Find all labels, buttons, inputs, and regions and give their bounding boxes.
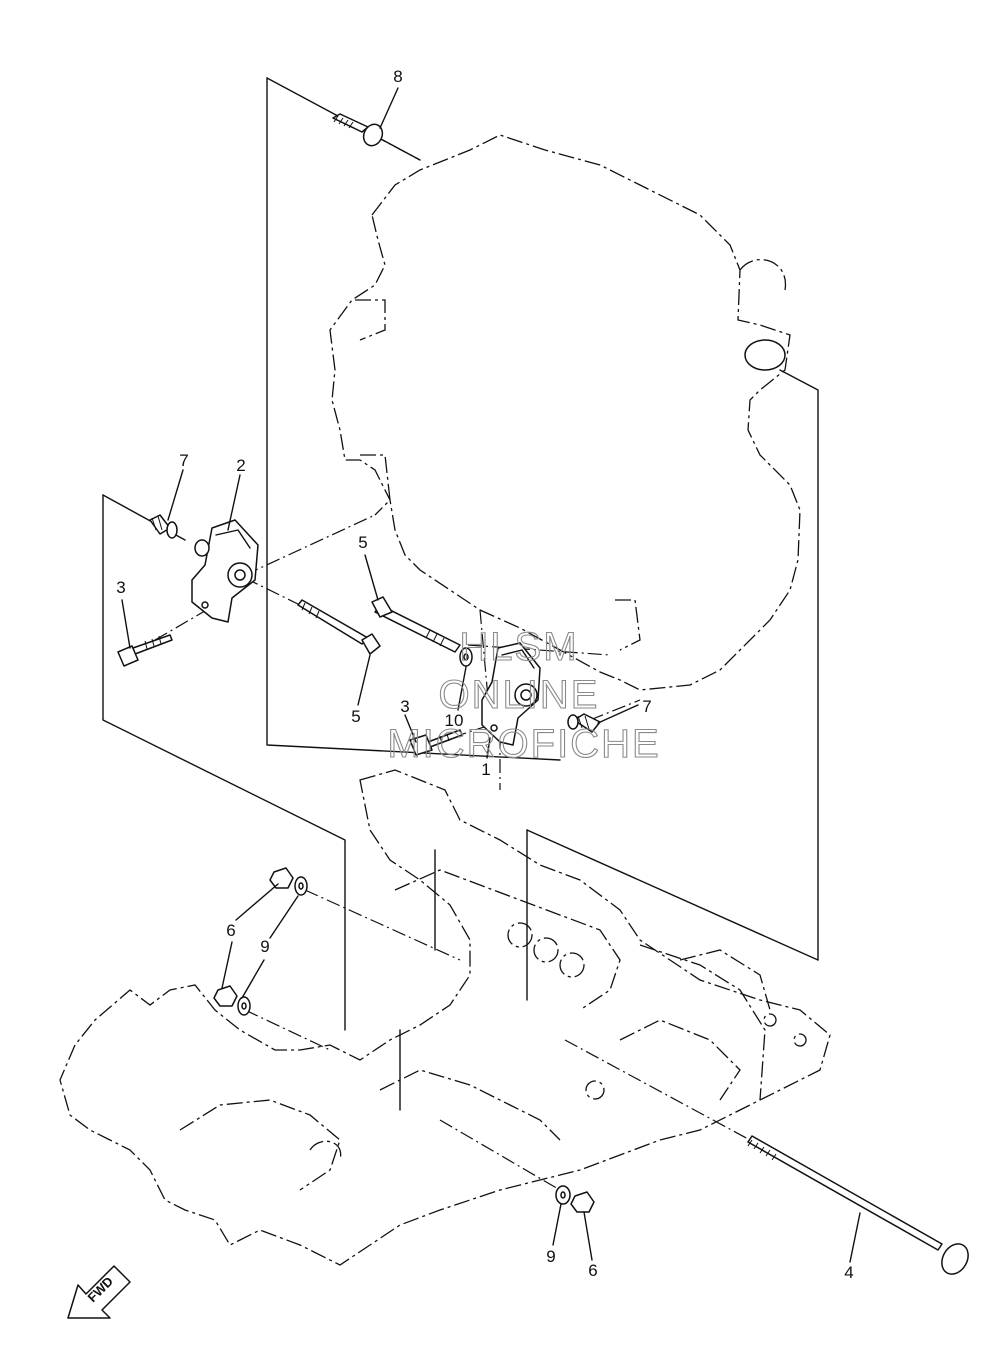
callout-8: 8	[393, 67, 402, 86]
through-bolt-4	[747, 1135, 969, 1275]
callout-9: 9	[260, 937, 269, 956]
callout-6: 6	[226, 921, 235, 940]
callout-3-right: 3	[400, 697, 409, 716]
callout-5-lower: 5	[351, 707, 360, 726]
nut-6-upper	[269, 867, 294, 889]
callout-9-lower: 9	[546, 1247, 555, 1266]
watermark-line-3: MICROFICHE	[387, 722, 660, 766]
leader-lines	[121, 87, 861, 1263]
nut-6-middle	[213, 985, 238, 1007]
callout-5: 5	[358, 533, 367, 552]
frame-outline	[59, 769, 831, 1266]
bolt-5-left	[297, 599, 381, 655]
watermark-line-1: HLSM	[459, 625, 578, 669]
bolt-3-left	[117, 634, 173, 667]
callout-6-lower: 6	[588, 1261, 597, 1280]
callout-4: 4	[844, 1263, 853, 1282]
bolt-5-middle	[371, 596, 461, 653]
callout-1: 1	[481, 760, 490, 779]
center-lines	[154, 134, 751, 1191]
assembly-boxes	[102, 77, 819, 1111]
callout-3: 3	[116, 578, 125, 597]
callout-10: 10	[445, 711, 464, 730]
callout-7: 7	[179, 451, 188, 470]
washer-9-middle	[237, 996, 251, 1016]
fwd-arrow: FWD	[67, 1265, 131, 1319]
washer-10	[459, 647, 473, 667]
mount-1	[481, 642, 541, 746]
washer-9-lower	[555, 1185, 571, 1205]
mount-2	[191, 519, 259, 623]
bolt-8	[332, 113, 384, 147]
callout-2: 2	[236, 456, 245, 475]
callout-7-right: 7	[642, 697, 651, 716]
stud-7-left	[149, 514, 178, 539]
nut-6-lower	[570, 1191, 595, 1213]
washer-9-upper	[294, 876, 308, 896]
callout-labels: 8 7 2 3 5 5 3 10 7 1 6 9 9 6 4	[116, 67, 853, 1282]
watermark-line-2: ONLINE	[439, 673, 600, 717]
engine-outline	[329, 134, 801, 691]
watermark: HLSM ONLINE MICROFICHE	[387, 624, 660, 766]
